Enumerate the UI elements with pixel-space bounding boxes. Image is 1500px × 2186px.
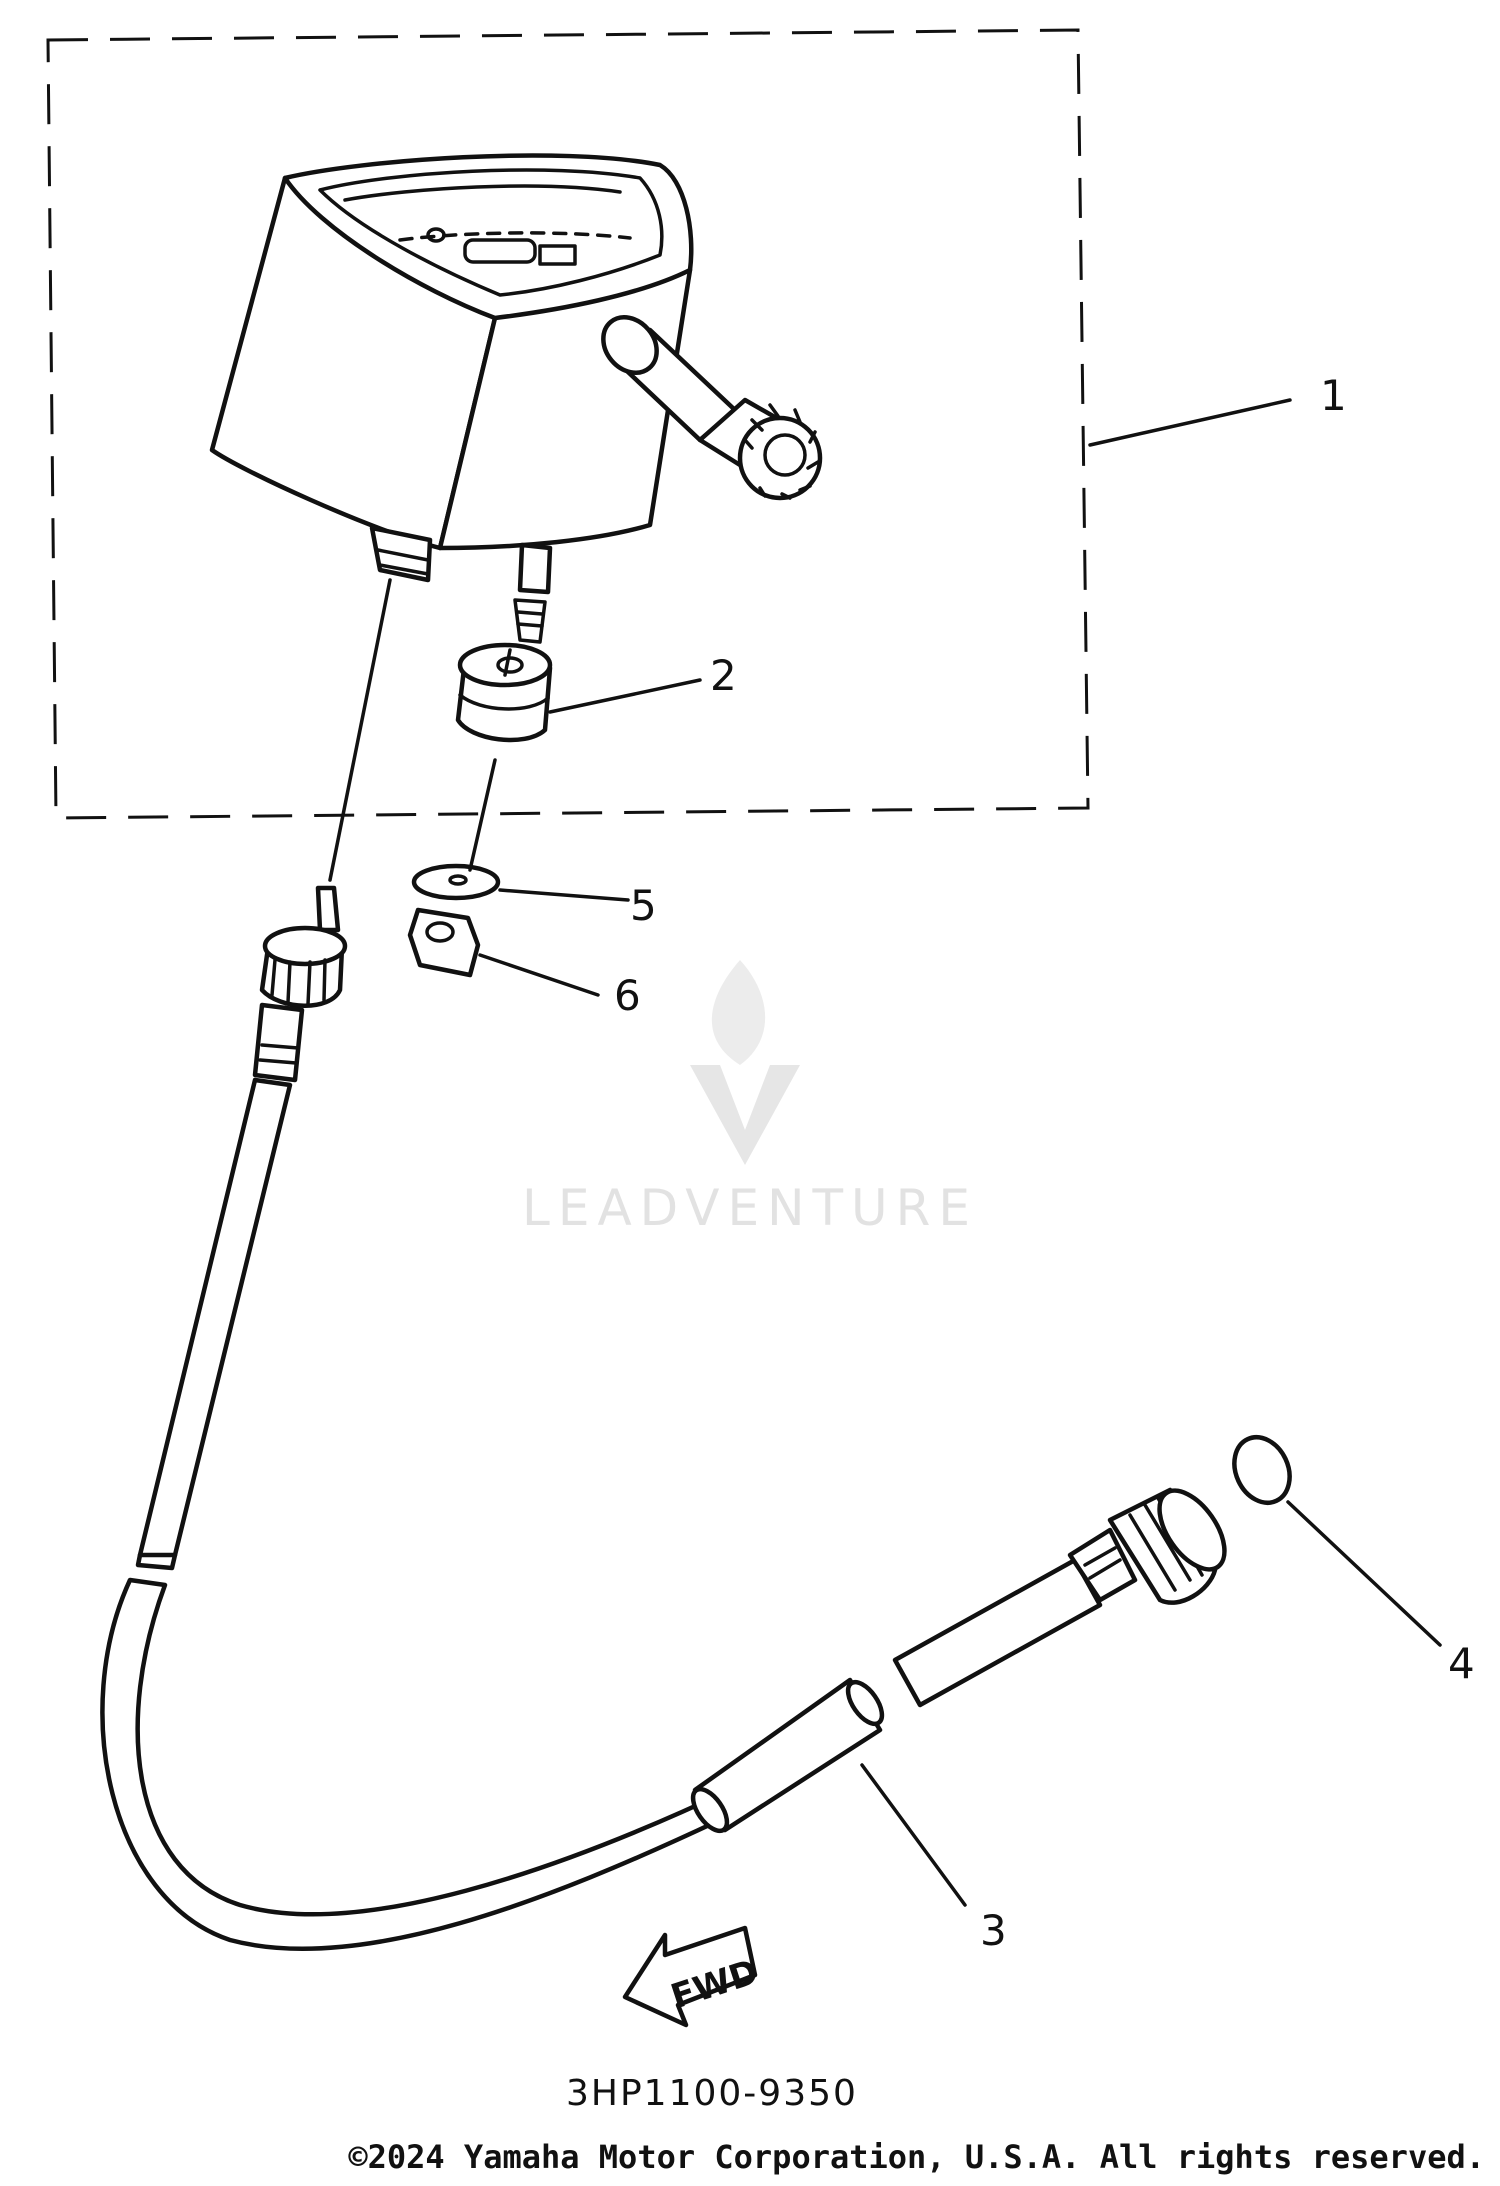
leader-lines	[478, 398, 1442, 1907]
callout-6: 6	[614, 971, 641, 1020]
copyright-notice: ©2024 Yamaha Motor Corporation, U.S.A. A…	[348, 2138, 1485, 2176]
callout-4: 4	[1448, 1639, 1475, 1688]
nut-part	[407, 907, 481, 978]
diagram-code: 3HP1100-9350	[566, 2073, 858, 2114]
forward-arrow: FWD	[622, 1925, 763, 2028]
washer-part	[411, 863, 501, 901]
watermark-text: LEADVENTURE	[522, 1179, 978, 1237]
watermark: LEADVENTURE	[522, 960, 978, 1237]
o-ring-part	[1232, 1435, 1292, 1505]
callout-3: 3	[980, 1906, 1007, 1955]
flame-icon	[690, 960, 800, 1165]
callout-2: 2	[710, 651, 737, 700]
assembly-box	[46, 28, 1090, 820]
speedometer-part	[209, 153, 823, 644]
speedometer-cable-part	[100, 885, 1227, 1952]
callout-1: 1	[1320, 371, 1347, 420]
callout-5: 5	[630, 881, 657, 930]
grommet-part	[455, 642, 553, 743]
